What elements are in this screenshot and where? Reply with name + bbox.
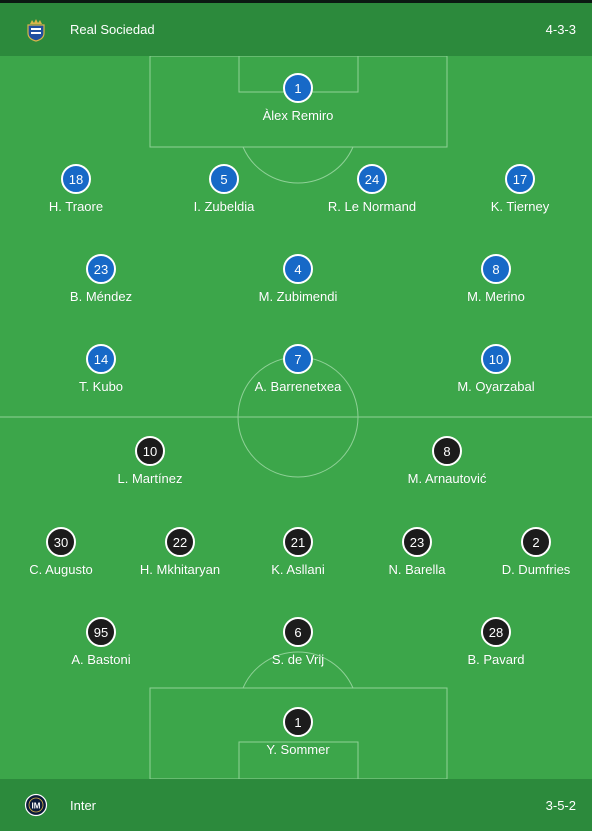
home-player[interactable]: 17 K. Tierney	[450, 164, 590, 214]
player-number-badge: 23	[86, 254, 116, 284]
home-player[interactable]: 7 A. Barrenetxea	[228, 344, 368, 394]
player-number-badge: 22	[165, 527, 195, 557]
player-number-badge: 95	[86, 617, 116, 647]
player-name: S. de Vrij	[271, 652, 325, 667]
home-team-bar: Real Sociedad 4-3-3	[0, 3, 592, 56]
player-name: A. Barrenetxea	[254, 379, 342, 394]
player-number-badge: 10	[135, 436, 165, 466]
away-player[interactable]: 30 C. Augusto	[0, 527, 131, 577]
away-player[interactable]: 22 H. Mkhitaryan	[110, 527, 250, 577]
player-name: I. Zubeldia	[193, 199, 255, 214]
away-player[interactable]: 28 B. Pavard	[426, 617, 566, 667]
player-number-badge: 30	[46, 527, 76, 557]
away-formation: 3-5-2	[545, 797, 576, 813]
player-number-badge: 7	[283, 344, 313, 374]
player-name: R. Le Normand	[327, 199, 417, 214]
home-player[interactable]: 24 R. Le Normand	[302, 164, 442, 214]
player-number-badge: 1	[283, 707, 313, 737]
home-player[interactable]: 8 M. Merino	[426, 254, 566, 304]
player-number-badge: 14	[86, 344, 116, 374]
player-name: Àlex Remiro	[262, 108, 334, 123]
player-name: N. Barella	[388, 562, 446, 577]
away-player[interactable]: 1 Y. Sommer	[228, 707, 368, 757]
player-number-badge: 10	[481, 344, 511, 374]
player-number-badge: 24	[357, 164, 387, 194]
home-player[interactable]: 4 M. Zubimendi	[228, 254, 368, 304]
player-name: D. Dumfries	[501, 562, 571, 577]
player-number-badge: 21	[283, 527, 313, 557]
player-name: T. Kubo	[78, 379, 124, 394]
away-player[interactable]: 10 L. Martínez	[80, 436, 220, 486]
home-player[interactable]: 18 H. Traore	[6, 164, 146, 214]
away-team-bar: IM Inter 3-5-2	[0, 779, 592, 831]
player-name: M. Arnautović	[407, 471, 487, 486]
player-name: A. Bastoni	[71, 652, 131, 667]
player-name: L. Martínez	[117, 471, 183, 486]
player-name: H. Traore	[48, 199, 104, 214]
player-number-badge: 8	[432, 436, 462, 466]
player-number-badge: 1	[283, 73, 313, 103]
away-team-name[interactable]: Inter	[70, 797, 97, 813]
player-name: M. Oyarzabal	[457, 379, 535, 394]
player-name: M. Merino	[467, 289, 525, 304]
player-name: B. Méndez	[69, 289, 133, 304]
away-player[interactable]: 21 K. Asllani	[228, 527, 368, 577]
inter-crest-icon: IM	[24, 793, 48, 817]
top-border	[0, 0, 592, 3]
player-number-badge: 8	[481, 254, 511, 284]
player-number-badge: 6	[283, 617, 313, 647]
away-player[interactable]: 23 N. Barella	[347, 527, 487, 577]
player-number-badge: 18	[61, 164, 91, 194]
away-player[interactable]: 6 S. de Vrij	[228, 617, 368, 667]
player-name: B. Pavard	[467, 652, 525, 667]
away-player[interactable]: 95 A. Bastoni	[31, 617, 171, 667]
away-player[interactable]: 2 D. Dumfries	[466, 527, 592, 577]
player-name: Y. Sommer	[266, 742, 330, 757]
home-player[interactable]: 14 T. Kubo	[31, 344, 171, 394]
player-number-badge: 2	[521, 527, 551, 557]
player-number-badge: 23	[402, 527, 432, 557]
player-number-badge: 5	[209, 164, 239, 194]
home-player[interactable]: 23 B. Méndez	[31, 254, 171, 304]
home-player[interactable]: 5 I. Zubeldia	[154, 164, 294, 214]
player-number-badge: 4	[283, 254, 313, 284]
away-player[interactable]: 8 M. Arnautović	[377, 436, 517, 486]
player-number-badge: 28	[481, 617, 511, 647]
player-name: K. Asllani	[271, 562, 325, 577]
player-name: H. Mkhitaryan	[139, 562, 221, 577]
player-number-badge: 17	[505, 164, 535, 194]
real-sociedad-crest-icon	[24, 18, 48, 42]
player-name: C. Augusto	[29, 562, 93, 577]
svg-text:IM: IM	[32, 801, 41, 810]
home-team-name[interactable]: Real Sociedad	[70, 22, 155, 37]
home-formation: 4-3-3	[545, 22, 576, 37]
home-player[interactable]: 10 M. Oyarzabal	[426, 344, 566, 394]
player-name: M. Zubimendi	[258, 289, 338, 304]
player-name: K. Tierney	[490, 199, 550, 214]
